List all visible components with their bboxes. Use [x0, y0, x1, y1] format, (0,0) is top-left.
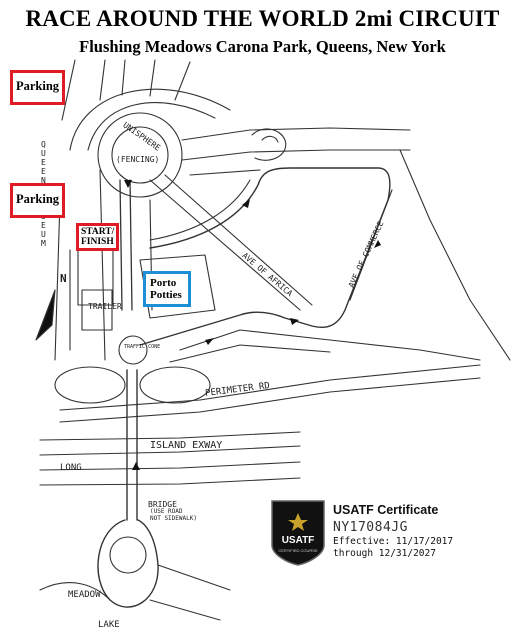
direction-arrow-4	[205, 338, 214, 345]
direction-arrow-6	[132, 462, 140, 470]
direction-arrow-3	[290, 318, 299, 325]
certificate-number: NY17084JG	[333, 520, 408, 535]
label-bridge-2: (USE ROAD	[150, 508, 183, 515]
map-title: RACE AROUND THE WORLD 2mi CIRCUIT	[25, 6, 500, 31]
road-diag-lower-2	[169, 344, 331, 363]
porto-potties-label: Porto Potties	[143, 271, 191, 307]
certificate-through: through 12/31/2027	[333, 548, 436, 559]
usatf-badge-icon: USATF CERTIFIED COURSE	[271, 500, 325, 566]
ave-commerce	[349, 189, 393, 301]
road-top-mid1	[99, 59, 106, 101]
road-horizontal-3	[189, 169, 261, 176]
north-arrow-outline	[35, 289, 56, 341]
bottom-loop	[97, 519, 159, 608]
label-long: LONG	[60, 463, 82, 473]
label-island-exway: ISLAND EXWAY	[150, 440, 223, 451]
badge-sub: CERTIFIED COURSE	[278, 548, 318, 553]
label-meadow: MEADOW	[68, 590, 101, 600]
traffic-circle	[118, 335, 148, 365]
road-center-v1	[119, 179, 123, 311]
expressway-4	[39, 477, 301, 486]
road-right-edge	[399, 149, 511, 361]
block-left	[77, 244, 114, 306]
start-line-1: START/	[81, 227, 115, 237]
bottom-road-left	[39, 582, 111, 601]
fountain-loop-inner	[261, 135, 279, 143]
start-finish-label: START/ FINISH	[76, 223, 120, 251]
perimeter-rd	[59, 364, 481, 411]
label-fencing: (FENCING)	[116, 155, 160, 164]
label-trailer: TRAILER	[88, 302, 122, 311]
porto-line-2: Potties	[150, 289, 182, 301]
badge-text: USATF	[282, 535, 315, 546]
road-center-v2	[129, 179, 133, 311]
ave-africa	[149, 179, 301, 311]
label-bridge-3: NOT SIDEWALK)	[150, 515, 197, 522]
porto-line-1: Porto	[150, 277, 177, 289]
expressway-2	[39, 445, 301, 456]
road-horizontal-2	[181, 149, 411, 161]
lower-ellipse-right	[139, 366, 211, 404]
bottom-road-right	[157, 564, 231, 591]
road-top-arc-outer	[69, 88, 231, 151]
certificate-title: USATF Certificate	[333, 503, 439, 517]
road-top-mid4	[174, 61, 191, 101]
direction-arrow-1	[242, 199, 250, 208]
block-trailer	[81, 289, 113, 331]
label-lake: LAKE	[98, 620, 120, 630]
lower-ellipse-left	[54, 366, 126, 404]
start-line-2: FINISH	[81, 237, 114, 247]
label-bridge-1: BRIDGE	[148, 500, 177, 509]
course-right-loop	[139, 167, 391, 346]
road-top-left	[61, 59, 76, 121]
bottom-road-2	[149, 599, 221, 621]
road-left-v1	[54, 199, 61, 361]
map-subtitle: Flushing Meadows Carona Park, Queens, Ne…	[79, 37, 446, 56]
road-top-mid2	[121, 59, 126, 96]
certificate-effective: Effective: 11/17/2017	[333, 536, 454, 547]
road-left-v3	[99, 169, 106, 361]
perimeter-rd-2	[59, 377, 481, 423]
ave-africa-2	[164, 174, 313, 306]
direction-arrow-2	[374, 240, 381, 248]
unisphere-inner	[111, 126, 169, 184]
expressway-3	[39, 461, 301, 471]
label-traffic-cone: TRAFFIC CONE	[124, 344, 161, 350]
road-horizontal-1	[181, 127, 411, 141]
parking-label-top: Parking	[10, 70, 66, 105]
unisphere-outer	[97, 112, 183, 198]
fountain-loop	[251, 128, 287, 161]
road-diag-lower	[179, 329, 481, 361]
expressway-1	[39, 431, 301, 441]
road-top-mid3	[149, 59, 156, 97]
road-top-arc-inner	[87, 102, 216, 151]
direction-arrow-5	[124, 180, 132, 188]
course-right-loop-inner	[149, 179, 251, 241]
parking-label-bottom: Parking	[10, 183, 66, 218]
label-north: N	[60, 272, 67, 285]
bottom-circle	[109, 536, 147, 574]
